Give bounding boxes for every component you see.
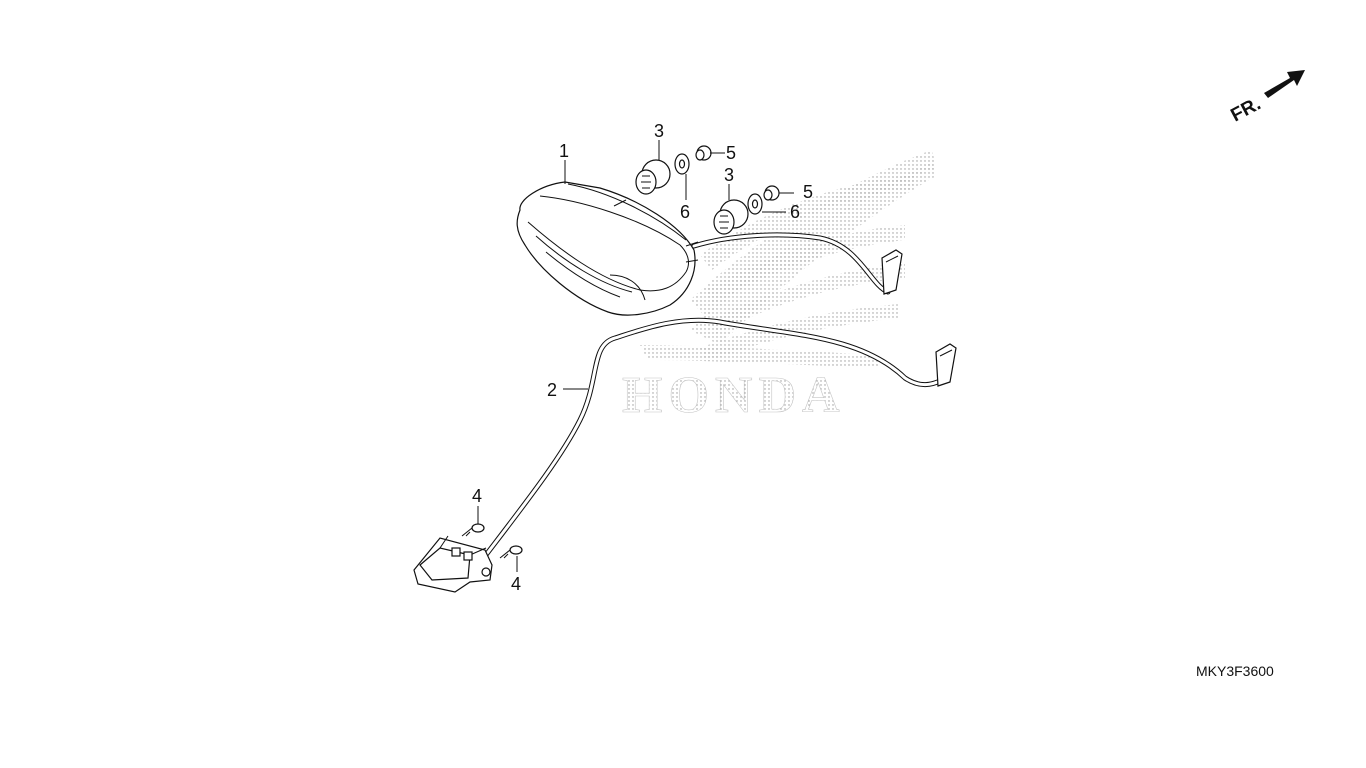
washer-upper[interactable] xyxy=(674,153,690,175)
callout-4-upper: 4 xyxy=(472,486,482,506)
tail-light-connector[interactable] xyxy=(881,249,903,295)
callout-5-lower: 5 xyxy=(803,182,813,202)
callout-5-upper: 5 xyxy=(726,143,736,163)
tail-light-assembly[interactable] xyxy=(516,181,699,316)
tail-light-cable xyxy=(691,232,891,295)
grommet-upper[interactable] xyxy=(635,159,671,195)
callout-1: 1 xyxy=(559,141,569,161)
callout-2: 2 xyxy=(547,380,557,400)
callout-6-upper: 6 xyxy=(680,202,690,222)
front-arrow-icon xyxy=(1264,70,1305,98)
honda-wing-watermark: HONDA xyxy=(622,150,936,424)
screw-lower[interactable] xyxy=(499,545,523,559)
leader-lines xyxy=(477,140,794,572)
callout-4-lower: 4 xyxy=(511,574,521,594)
washer-lower[interactable] xyxy=(747,193,763,215)
callout-3-lower: 3 xyxy=(724,165,734,185)
license-light-connector[interactable] xyxy=(935,343,957,387)
front-direction-indicator: FR. xyxy=(1227,70,1305,126)
callout-6-lower: 6 xyxy=(790,202,800,222)
screw-upper[interactable] xyxy=(461,523,485,537)
license-light-wire xyxy=(473,317,945,571)
front-direction-label: FR. xyxy=(1227,94,1264,127)
callout-3-upper: 3 xyxy=(654,121,664,141)
license-light[interactable] xyxy=(413,535,493,593)
honda-watermark-text: HONDA xyxy=(622,367,846,424)
grommet-lower[interactable] xyxy=(713,199,749,235)
diagram-code: MKY3F3600 xyxy=(1196,663,1274,679)
nut-upper[interactable] xyxy=(695,145,712,161)
nut-lower[interactable] xyxy=(763,185,780,201)
